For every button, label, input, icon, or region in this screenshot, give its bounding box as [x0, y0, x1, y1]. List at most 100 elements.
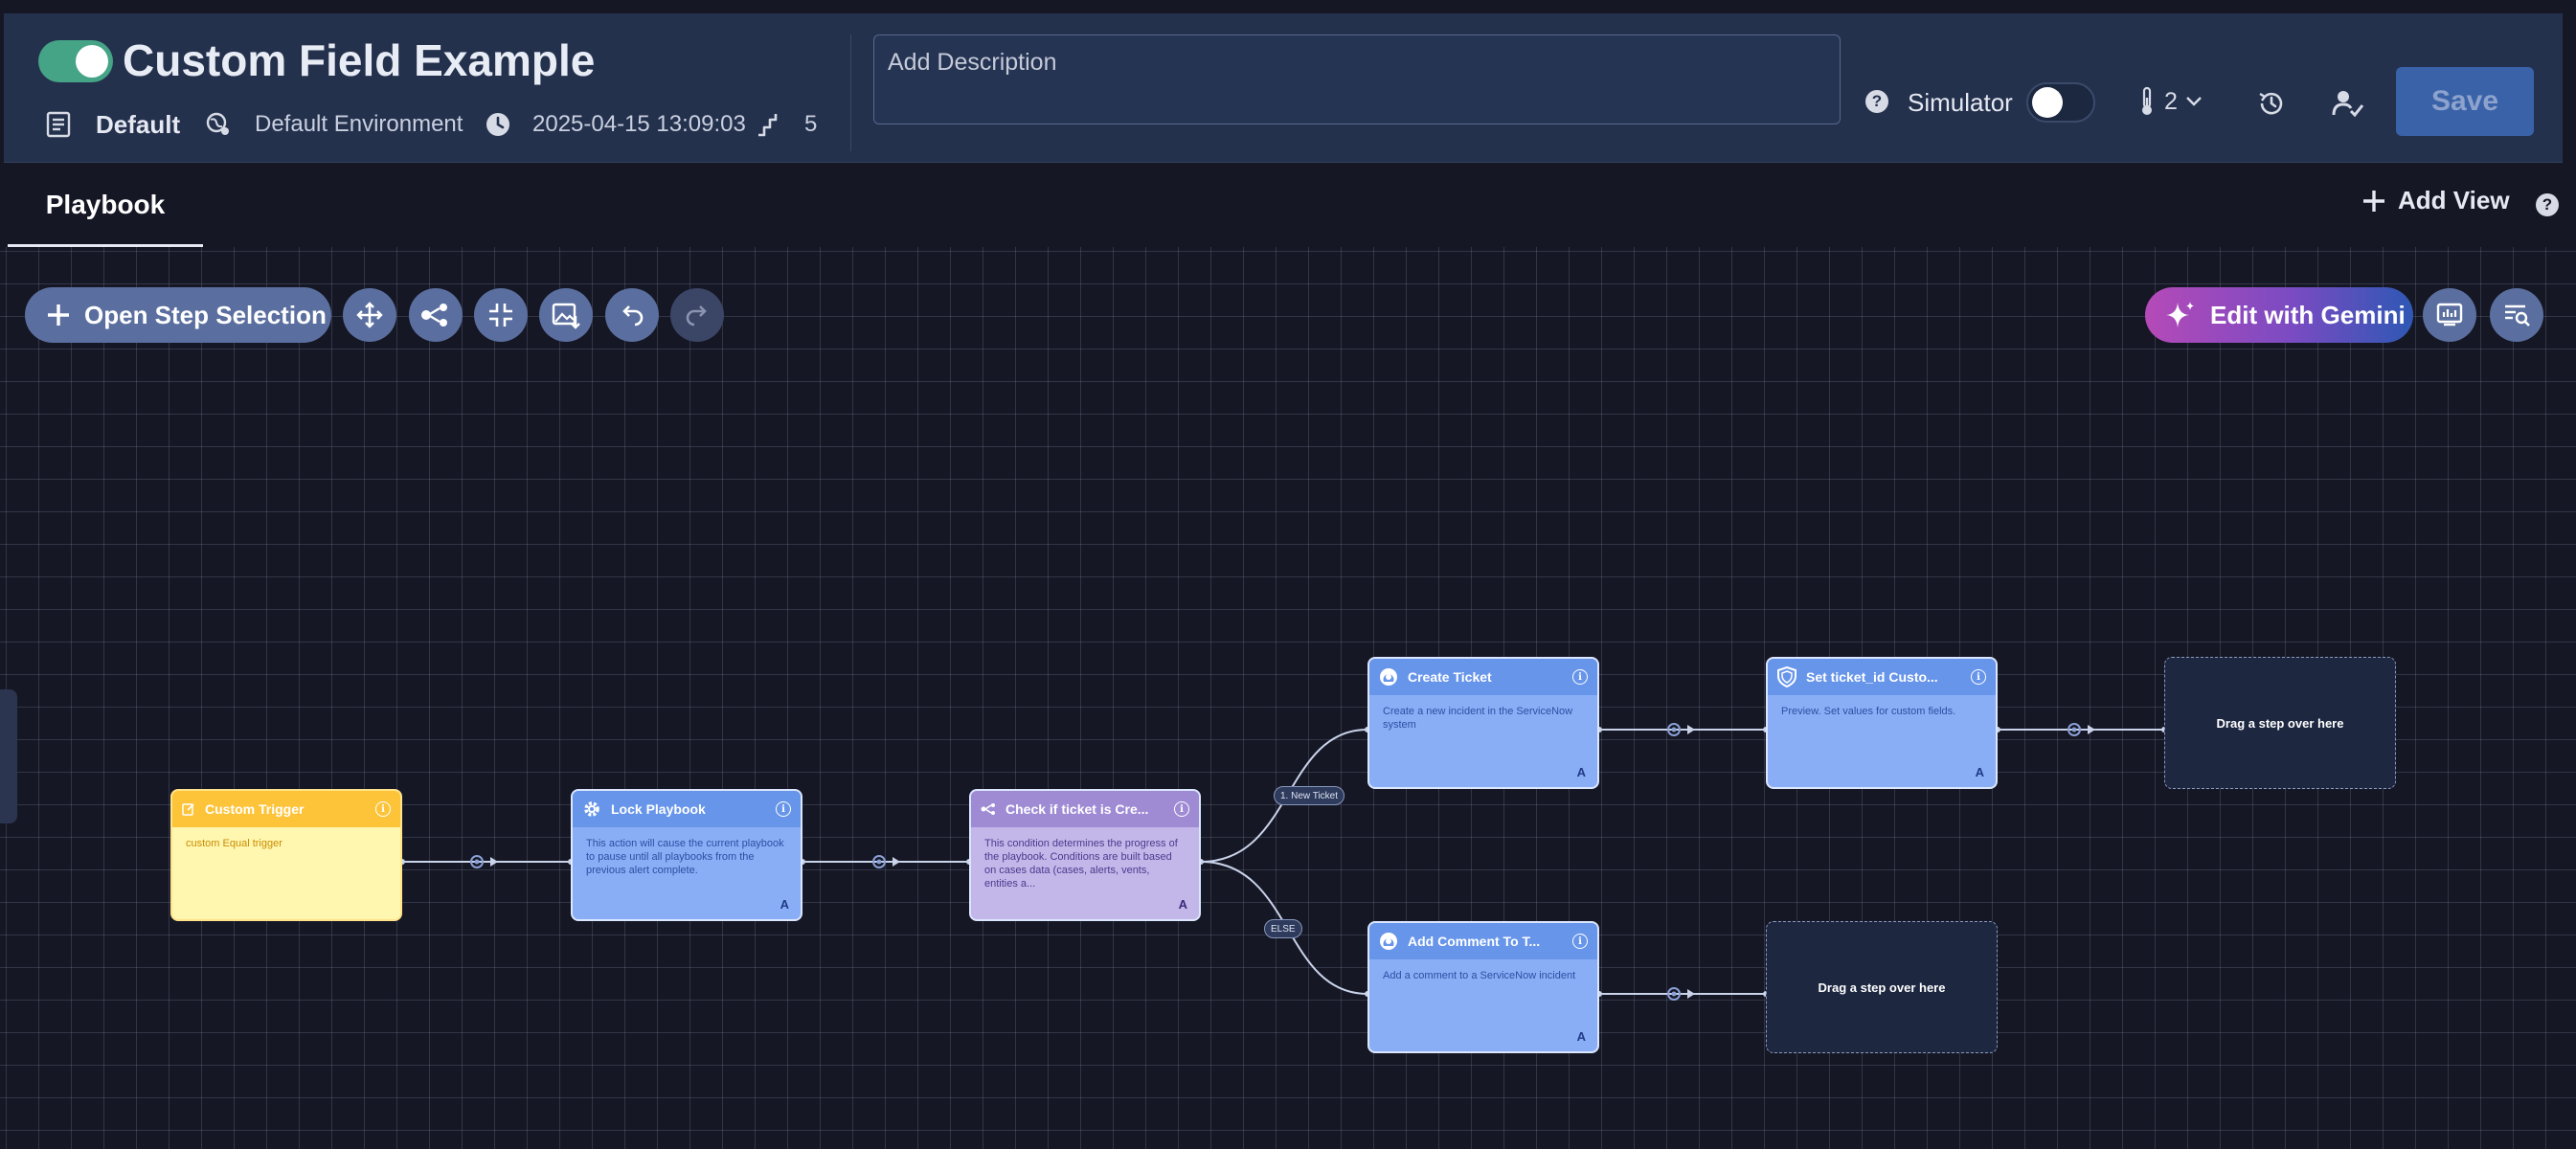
step-badge: A [1576, 1029, 1586, 1044]
page-title: Custom Field Example [123, 35, 596, 85]
tab-playbook[interactable]: Playbook [8, 165, 203, 247]
info-icon[interactable]: i [1572, 934, 1588, 949]
step-header: Set ticket_id Custo... i [1768, 659, 1996, 695]
servicenow-icon [1379, 932, 1398, 951]
step-description: Create a new incident in the ServiceNow … [1383, 706, 1573, 731]
redo-icon [683, 304, 712, 327]
playbook-canvas[interactable]: Open Step Selection [0, 247, 2576, 1149]
collapse-icon [486, 301, 515, 329]
toggle-knob [2032, 87, 2063, 118]
step-header: Create Ticket i [1369, 659, 1597, 695]
step-title: Create Ticket [1408, 669, 1492, 685]
step-custom-trigger[interactable]: Custom Trigger i custom Equal trigger [170, 789, 402, 921]
views-help-icon[interactable]: ? [2536, 193, 2559, 216]
step-header: Custom Trigger i [172, 791, 400, 827]
chevron-down-icon [2185, 96, 2203, 107]
steps-icon [755, 110, 783, 139]
environment-icon [203, 109, 234, 140]
playbook-type-label: Default [96, 109, 181, 139]
branch-label-else[interactable]: ELSE [1264, 919, 1302, 938]
step-set-ticket-id[interactable]: Set ticket_id Custo... i Preview. Set va… [1766, 657, 1998, 789]
undo-button[interactable] [605, 288, 659, 342]
user-approve-icon[interactable] [2331, 86, 2365, 121]
steps-count-label: 5 [804, 111, 818, 137]
branch-icon [981, 802, 996, 816]
step-condition-ticket-created[interactable]: Check if ticket is Cre... i This conditi… [969, 789, 1201, 921]
playbook-header: Custom Field Example Default Default Env… [4, 13, 2563, 163]
info-icon[interactable]: i [776, 801, 791, 817]
branch-label-new-ticket[interactable]: 1. New Ticket [1274, 786, 1345, 805]
views-tabbar: Playbook Add View ? [0, 165, 2576, 247]
auto-layout-button[interactable] [409, 288, 463, 342]
step-title: Check if ticket is Cre... [1006, 801, 1149, 817]
step-description: custom Equal trigger [186, 838, 282, 849]
search-steps-button[interactable] [2490, 288, 2543, 342]
step-description: Preview. Set values for custom fields. [1781, 706, 1956, 717]
step-description: This condition determines the progress o… [984, 838, 1178, 890]
plus-icon [46, 303, 71, 327]
redo-button[interactable] [670, 288, 724, 342]
open-step-selection-label: Open Step Selection [84, 300, 327, 329]
step-title: Custom Trigger [205, 801, 305, 817]
add-view-label: Add View [2398, 186, 2510, 214]
playbook-enabled-toggle[interactable] [38, 40, 113, 82]
pan-tool-button[interactable] [343, 288, 396, 342]
step-title: Set ticket_id Custo... [1806, 669, 1938, 685]
step-add-comment[interactable]: Add Comment To T... i Add a comment to a… [1367, 921, 1599, 1053]
info-icon[interactable]: i [375, 801, 391, 817]
info-icon[interactable]: i [1174, 801, 1189, 817]
sparkle-icon [2164, 299, 2197, 331]
toggle-knob [76, 45, 108, 78]
info-icon[interactable]: i [1572, 669, 1588, 685]
priority-dropdown[interactable]: 2 [2137, 86, 2203, 117]
move-icon [355, 301, 384, 329]
step-title: Add Comment To T... [1408, 934, 1541, 949]
step-description: Add a comment to a ServiceNow incident [1383, 970, 1576, 981]
simulator-help-icon[interactable]: ? [1865, 90, 1888, 113]
step-badge: A [1975, 765, 1984, 779]
history-icon[interactable] [2254, 86, 2289, 121]
step-header: Add Comment To T... i [1369, 923, 1597, 959]
modified-time: 2025-04-15 13:09:03 [485, 107, 746, 142]
side-panel-handle[interactable] [0, 689, 17, 823]
steps-count: 5 [755, 107, 817, 142]
fit-to-screen-button[interactable] [474, 288, 528, 342]
step-create-ticket[interactable]: Create Ticket i Create a new incident in… [1367, 657, 1599, 789]
clock-icon [485, 111, 511, 138]
step-title: Lock Playbook [611, 801, 706, 817]
edit-with-gemini-label: Edit with Gemini [2210, 300, 2406, 329]
simulator-toggle[interactable] [2026, 82, 2095, 123]
image-download-icon [551, 301, 581, 329]
step-description: This action will cause the current playb… [586, 838, 784, 876]
step-header: Lock Playbook i [573, 791, 801, 827]
thermometer-icon [2137, 86, 2157, 117]
save-button[interactable]: Save [2396, 67, 2534, 136]
drop-zone[interactable]: Drag a step over here [1766, 921, 1998, 1053]
description-input[interactable] [874, 35, 1840, 124]
monitor-chart-icon [2435, 302, 2464, 328]
add-view-button[interactable]: Add View [2361, 186, 2510, 215]
step-lock-playbook[interactable]: Lock Playbook i This action will cause t… [571, 789, 802, 921]
simulator-label: Simulator [1908, 88, 2013, 117]
environment-label: Default Environment [255, 111, 463, 137]
export-image-button[interactable] [539, 288, 593, 342]
playbook-type: Default [44, 107, 180, 142]
step-badge: A [780, 897, 789, 912]
list-search-icon [2502, 302, 2531, 328]
canvas-view-button[interactable] [2423, 288, 2476, 342]
flow-icon [420, 302, 451, 328]
description-field[interactable] [873, 34, 1841, 124]
edit-icon [182, 802, 195, 816]
gear-icon [582, 800, 601, 819]
plus-icon [2361, 189, 2386, 214]
shield-icon [1777, 666, 1796, 687]
step-badge: A [1178, 897, 1187, 912]
step-badge: A [1576, 765, 1586, 779]
document-icon [44, 110, 73, 139]
edit-with-gemini-button[interactable]: Edit with Gemini [2145, 287, 2413, 343]
step-header: Check if ticket is Cre... i [971, 791, 1199, 827]
open-step-selection-button[interactable]: Open Step Selection [25, 287, 331, 343]
drop-zone[interactable]: Drag a step over here [2164, 657, 2396, 789]
info-icon[interactable]: i [1971, 669, 1986, 685]
